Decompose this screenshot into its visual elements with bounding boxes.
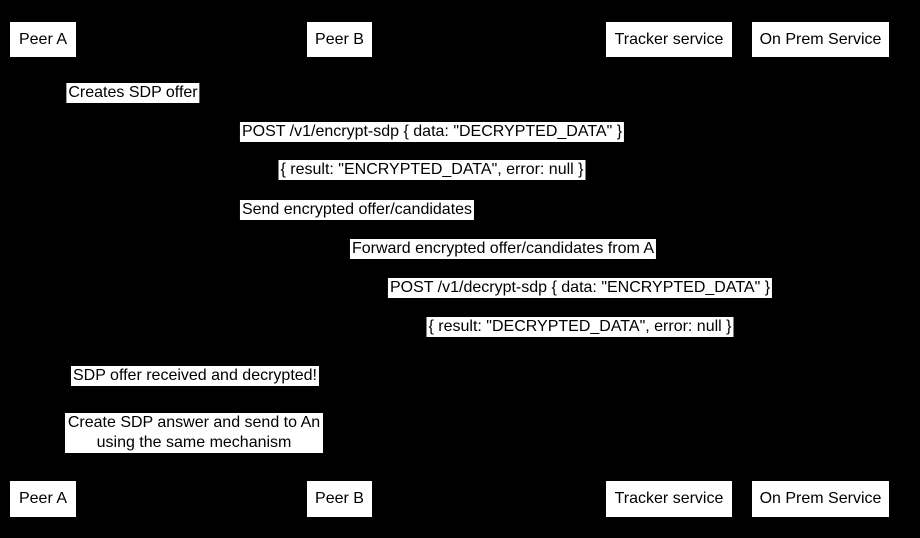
note-create-sdp-answer: Create SDP answer and send to An using t… xyxy=(65,413,323,453)
actor-peer-a-top: Peer A xyxy=(10,22,76,57)
actor-peer-b-top: Peer B xyxy=(307,22,372,57)
message-post-decrypt-sdp: POST /v1/decrypt-sdp { data: "ENCRYPTED_… xyxy=(387,278,773,298)
actor-on-prem-service-top: On Prem Service xyxy=(752,22,889,57)
note-line-1: Create SDP answer and send to An xyxy=(67,414,321,431)
actor-on-prem-service-bottom: On Prem Service xyxy=(752,481,889,517)
actor-peer-b-bottom: Peer B xyxy=(307,481,372,517)
message-send-encrypted-offer: Send encrypted offer/candidates xyxy=(239,200,475,220)
message-decrypt-result: { result: "DECRYPTED_DATA", error: null … xyxy=(426,317,734,337)
message-sdp-offer-received: SDP offer received and decrypted! xyxy=(71,366,319,386)
message-forward-encrypted-offer: Forward encrypted offer/candidates from … xyxy=(349,239,657,259)
message-encrypt-result: { result: "ENCRYPTED_DATA", error: null … xyxy=(278,160,586,180)
note-line-2: using the same mechanism xyxy=(96,434,292,451)
message-creates-sdp-offer: Creates SDP offer xyxy=(66,83,200,103)
message-post-encrypt-sdp: POST /v1/encrypt-sdp { data: "DECRYPTED_… xyxy=(239,122,625,142)
actor-peer-a-bottom: Peer A xyxy=(10,481,76,517)
actor-tracker-service-bottom: Tracker service xyxy=(606,481,732,517)
actor-tracker-service-top: Tracker service xyxy=(606,22,732,57)
